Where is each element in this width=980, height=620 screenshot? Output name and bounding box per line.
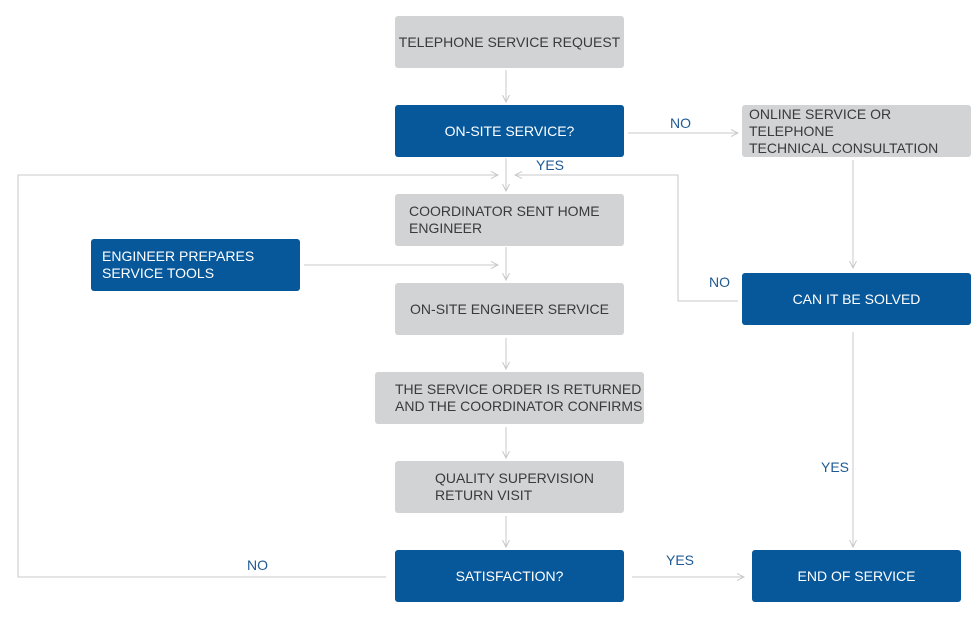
node-label-line: RETURN VISIT [435,487,533,503]
node-label: ON-SITE ENGINEER SERVICE [410,300,609,317]
node-onsite-engineer-service: ON-SITE ENGINEER SERVICE [395,283,624,335]
node-label-line: SERVICE TOOLS [102,265,215,281]
node-label-line: ENGINEER [409,220,483,236]
node-quality-return-visit: QUALITY SUPERVISION RETURN VISIT [395,461,624,513]
node-end-of-service: END OF SERVICE [752,550,961,602]
node-label-line: ONLINE SERVICE OR TELEPHONE [749,105,892,139]
edge-label-solved-yes: YES [821,459,850,475]
node-can-it-be-solved: CAN IT BE SOLVED [742,273,971,325]
edge-label-satisfaction-yes: YES [666,552,695,568]
arrow-satisfaction-no [17,175,498,578]
node-label-line: THE SERVICE ORDER IS RETURNED [395,381,642,397]
node-online-service: ONLINE SERVICE OR TELEPHONE TECHNICAL CO… [742,105,971,157]
edge-label-satisfaction-no: NO [247,557,268,573]
node-label-line: TECHNICAL CONSULTATION [749,139,939,156]
node-satisfaction-decision: SATISFACTION? [395,550,624,602]
node-telephone-service-request: TELEPHONE SERVICE REQUEST [395,16,624,68]
node-label-line: QUALITY SUPERVISION [435,470,594,486]
node-label: SATISFACTION? [455,567,564,584]
node-label: ON-SITE SERVICE? [444,122,575,139]
node-label-line: AND THE COORDINATOR CONFIRMS [395,398,643,414]
node-label: CAN IT BE SOLVED [792,290,921,307]
node-coordinator-sent: COORDINATOR SENT HOME ENGINEER [395,194,624,246]
node-label-line: ENGINEER PREPARES [102,248,255,264]
node-label-line: COORDINATOR SENT HOME [409,203,600,219]
edge-label-onsite-no: NO [670,115,691,131]
edge-label-solved-no: NO [709,274,730,290]
node-engineer-prepares-tools: ENGINEER PREPARES SERVICE TOOLS [91,239,300,291]
node-label: END OF SERVICE [797,567,916,584]
edge-label-onsite-yes: YES [536,157,565,173]
arrow-solved-no [515,175,738,302]
node-service-order-returned: THE SERVICE ORDER IS RETURNED AND THE CO… [375,372,644,424]
node-onsite-service-decision: ON-SITE SERVICE? [395,105,624,157]
node-label: TELEPHONE SERVICE REQUEST [398,33,621,50]
